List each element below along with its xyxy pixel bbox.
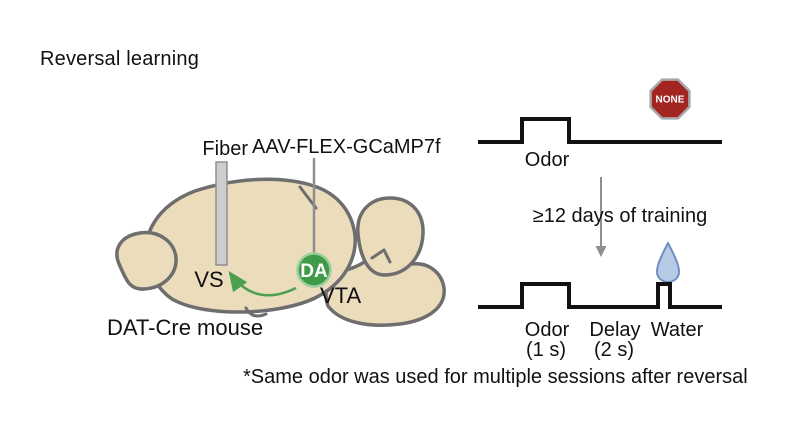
da-label: DA [300, 261, 328, 282]
training-arrowhead [595, 246, 607, 257]
water-drop-icon [656, 242, 680, 283]
brain-diagram: DA Fiber AAV-FLEX-GCaMP7f VS VTA DAT-Cre… [107, 136, 446, 340]
training-arrow [595, 177, 607, 257]
water-label: Water [651, 319, 704, 341]
vta-label: VTA [320, 283, 361, 308]
pre-trace [478, 117, 722, 144]
delay-label: Delay [589, 319, 640, 341]
post-odor-label: Odor [525, 319, 570, 341]
fiber-label: Fiber [202, 138, 248, 160]
delay-duration: (2 s) [594, 339, 634, 361]
aav-label: AAV-FLEX-GCaMP7f [252, 136, 441, 158]
cerebellum [356, 196, 425, 277]
vs-label: VS [194, 267, 223, 292]
post-trace [478, 282, 722, 309]
pre-odor-label: Odor [525, 149, 570, 171]
da-circle [296, 252, 332, 288]
fiber-shaft [215, 161, 228, 266]
footnote: *Same odor was used for multiple session… [243, 366, 748, 388]
figure-title: Reversal learning [40, 48, 200, 70]
ventral-notch-line [244, 306, 268, 318]
post-odor-duration: (1 s) [526, 339, 566, 361]
projection-arrow [228, 270, 297, 297]
none-label: NONE [656, 95, 685, 106]
cerebellum-crease-line [370, 248, 392, 264]
mouse-label: DAT-Cre mouse [107, 315, 263, 340]
none-stop-icon: NONE [649, 78, 691, 120]
protocol-diagram: Odor NONE ≥12 days of training Odor (1 s… [478, 78, 722, 361]
training-label: ≥12 days of training [533, 205, 707, 227]
olfactory-bulb [115, 230, 178, 291]
